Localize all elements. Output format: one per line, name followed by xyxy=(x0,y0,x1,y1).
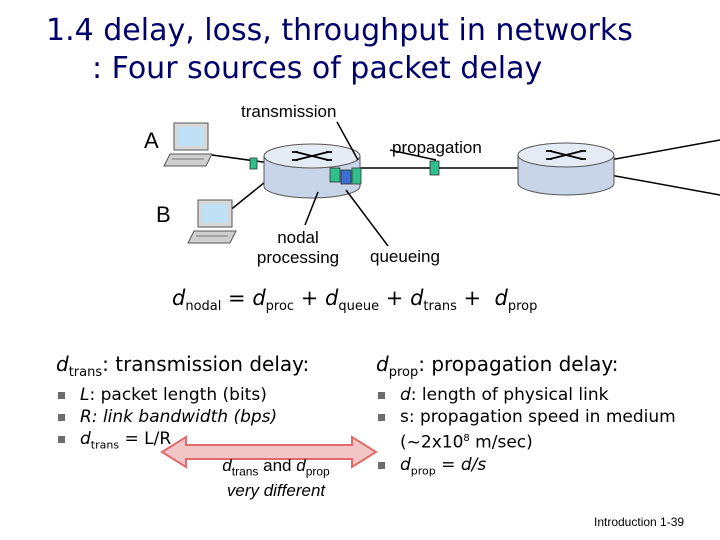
computer-b-icon xyxy=(187,199,237,244)
nodal-delay-formula: dnodal = dproc + dqueue + dtrans + dprop xyxy=(172,286,538,315)
arrow-nodal xyxy=(304,191,319,226)
transmission-label: transmission xyxy=(241,102,337,121)
arrow-transmission xyxy=(336,121,359,161)
list-item: s: propagation speed in medium xyxy=(378,406,676,428)
host-b-label: B xyxy=(156,202,171,227)
propagation-list: d: length of physical link s: propagatio… xyxy=(378,384,676,482)
router-2-icon xyxy=(517,142,615,196)
propagating-packet xyxy=(429,160,440,176)
queueing-label: queueing xyxy=(370,247,440,266)
incoming-packet xyxy=(249,157,258,170)
propagation-delay-heading: dprop: propagation delay: xyxy=(376,352,619,380)
transmitting-packet xyxy=(351,167,362,185)
queued-packet-1 xyxy=(329,167,341,183)
transmission-list: L: packet length (bits) R: link bandwidt… xyxy=(58,384,277,456)
list-item: d: length of physical link xyxy=(378,384,676,406)
slide-title: 1.4 delay, loss, throughput in networks … xyxy=(46,12,633,88)
list-item: dprop = d/s xyxy=(378,454,676,482)
list-item: dtrans = L/R xyxy=(58,428,277,456)
transmission-delay-heading: dtrans: transmission delay: xyxy=(56,352,310,380)
link-out-1 xyxy=(609,139,720,161)
very-different-note: dtrans and dprop very different xyxy=(222,456,330,501)
title-line-2: : Four sources of packet delay xyxy=(92,51,543,86)
list-item: R: link bandwidth (bps) xyxy=(58,406,277,428)
processing-word: processing xyxy=(256,248,340,267)
list-item: L: packet length (bits) xyxy=(58,384,277,406)
title-line-1: 1.4 delay, loss, throughput in networks xyxy=(46,13,633,48)
nodal-word: nodal xyxy=(277,228,319,247)
propagation-label: propagation xyxy=(392,138,482,157)
delay-diagram xyxy=(163,121,720,247)
link-out-2 xyxy=(609,174,720,196)
nodal-processing-label: nodal processing xyxy=(250,228,346,268)
host-a-label: A xyxy=(144,128,159,153)
slide-footer: Introduction 1-39 xyxy=(594,515,685,529)
arrow-propagation xyxy=(389,149,437,161)
queued-packet-2 xyxy=(340,169,352,185)
computer-a-icon xyxy=(163,122,213,167)
router-1-icon xyxy=(263,143,361,199)
comparison-double-arrow xyxy=(160,435,378,469)
list-item-continuation: (~2x108 m/sec) xyxy=(400,432,533,453)
arrow-queueing xyxy=(345,189,389,247)
link-a xyxy=(211,154,271,164)
